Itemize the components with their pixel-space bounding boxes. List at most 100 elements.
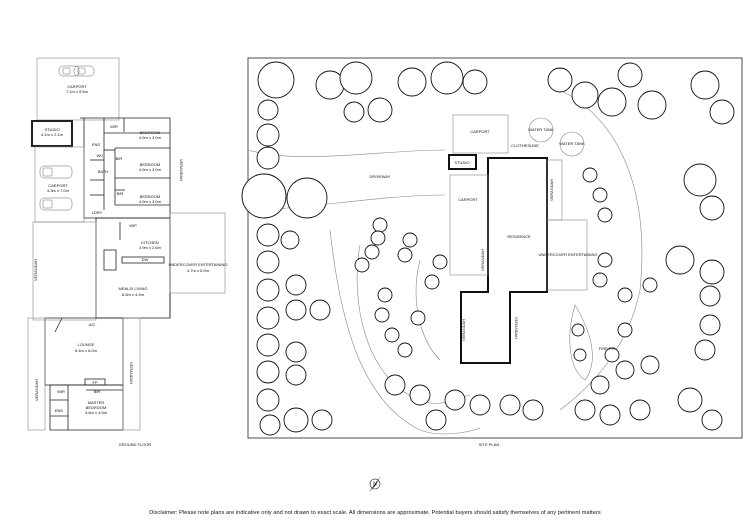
fp: FP — [92, 380, 97, 385]
tree-icon — [397, 247, 413, 263]
water-tank-2-label: WATER TANK — [559, 141, 585, 146]
water-tank-2 — [559, 131, 585, 157]
tree-icon — [410, 310, 426, 326]
tree-icon — [597, 87, 627, 117]
verandah-2-label: VERANDAH — [480, 249, 485, 271]
tree-icon — [592, 272, 608, 288]
compass-letter: N — [373, 482, 377, 488]
tree-icon — [256, 250, 280, 274]
bath: BATH — [98, 169, 108, 174]
bedroom-3-dims: 4.5m x 3.0m — [139, 199, 162, 204]
bedroom-1-dims: 4.5m x 3.0m — [139, 135, 162, 140]
site-carport-2 — [449, 174, 489, 276]
tree-icon — [640, 355, 660, 375]
tree-icon — [397, 67, 427, 97]
tree-icon — [285, 364, 307, 386]
site-undercover-label: UNDERCOVER ENTERTAINING — [539, 252, 598, 257]
bedroom-2-dims: 4.5m x 3.0m — [139, 167, 162, 172]
tree-icon — [469, 394, 491, 416]
tree-icon — [280, 230, 300, 250]
verandah-left: VERANDAH — [33, 259, 38, 281]
bir-2: BIR — [117, 191, 124, 196]
tree-icon — [285, 299, 307, 321]
tree-icon — [256, 388, 280, 412]
site-boundary — [247, 57, 743, 439]
tree-icon — [285, 274, 307, 296]
compass: N — [369, 476, 381, 492]
tree-icon — [617, 62, 643, 88]
tree-icon — [364, 244, 380, 260]
tree-icon — [257, 99, 279, 121]
site-undercover — [546, 219, 588, 291]
kitchen-dims: 4.9m x 2.6m — [139, 245, 162, 250]
verandah-3-label: VERANDAH — [461, 319, 466, 341]
tree-icon — [597, 252, 613, 268]
tree-icon — [699, 195, 725, 221]
wir-bottom: WIR — [57, 389, 65, 394]
tree-icon — [384, 374, 406, 396]
tree-icon — [370, 230, 386, 246]
tree-icon — [699, 285, 721, 307]
tree-icon — [354, 257, 370, 273]
lounge-dims: 6.4m x 6.0m — [75, 348, 98, 353]
tree-icon — [259, 414, 281, 436]
tree-icon — [597, 207, 613, 223]
tree-icon — [694, 339, 716, 361]
ens-top: ENS — [92, 142, 101, 147]
tree-icon — [547, 67, 573, 93]
studio-name: STUDIO — [44, 127, 59, 132]
clothesline-label: CLOTHESLINE — [511, 143, 539, 148]
tree-icon — [590, 375, 610, 395]
site-carport-2-label: CARPORT — [458, 197, 478, 202]
verandah-4-label: VERANDAH — [514, 317, 519, 339]
verandah-right: VERANDAH — [179, 159, 184, 181]
undercover-outline — [169, 212, 226, 294]
site-carport-label: CARPORT — [470, 129, 490, 134]
carport-left-dims: 4.3m x 7.0m — [47, 188, 70, 193]
wip: WIP — [129, 223, 137, 228]
tree-icon — [372, 217, 388, 233]
bir-1: BIR — [116, 156, 123, 161]
tree-icon — [256, 306, 280, 330]
site-plan-caption: SITE PLAN — [479, 442, 500, 447]
studio-dims: 4.1m x 2.1m — [41, 132, 64, 137]
bir-3: BIR — [94, 389, 101, 394]
water-tank-1 — [528, 117, 554, 143]
water-tank-1-label: WATER TANK — [528, 127, 554, 132]
tree-icon — [285, 341, 307, 363]
tree-icon — [615, 360, 635, 380]
master-name: BEDROOM — [86, 405, 107, 410]
tree-icon — [499, 394, 521, 416]
wir-top: WIR — [110, 124, 118, 129]
lounge-name: LOUNGE — [78, 342, 95, 347]
studio-room — [31, 120, 73, 147]
tree-icon — [709, 99, 735, 125]
tree-icon — [571, 81, 599, 109]
tree-icon — [444, 389, 466, 411]
tree-icon — [241, 173, 287, 219]
disclaimer: Disclaimer: Please note plans are indica… — [149, 510, 601, 516]
fire-pit-label: FIRE PIT — [599, 346, 616, 351]
tree-icon — [283, 407, 309, 433]
ac: A/C — [89, 322, 96, 327]
tree-icon — [367, 97, 393, 123]
tree-icon — [629, 399, 651, 421]
tree-icon — [604, 347, 620, 363]
tree-icon — [256, 333, 280, 357]
dw: DW — [142, 257, 149, 262]
fireplace — [84, 378, 106, 386]
verandah-lounge-l: VERANDAH — [34, 379, 39, 401]
tree-icon — [425, 409, 447, 431]
tree-icon — [573, 348, 587, 362]
tree-icon — [665, 245, 695, 275]
tree-icon — [256, 223, 280, 247]
north-arrow-icon — [369, 476, 381, 492]
verandah-lounge-r: VERANDAH — [129, 362, 134, 384]
tree-icon — [522, 399, 544, 421]
verandah-lounge-right — [122, 317, 141, 431]
garden-path — [329, 229, 481, 435]
tree-icon — [397, 342, 413, 358]
tree-icon — [424, 274, 440, 290]
tree-icon — [637, 90, 667, 120]
